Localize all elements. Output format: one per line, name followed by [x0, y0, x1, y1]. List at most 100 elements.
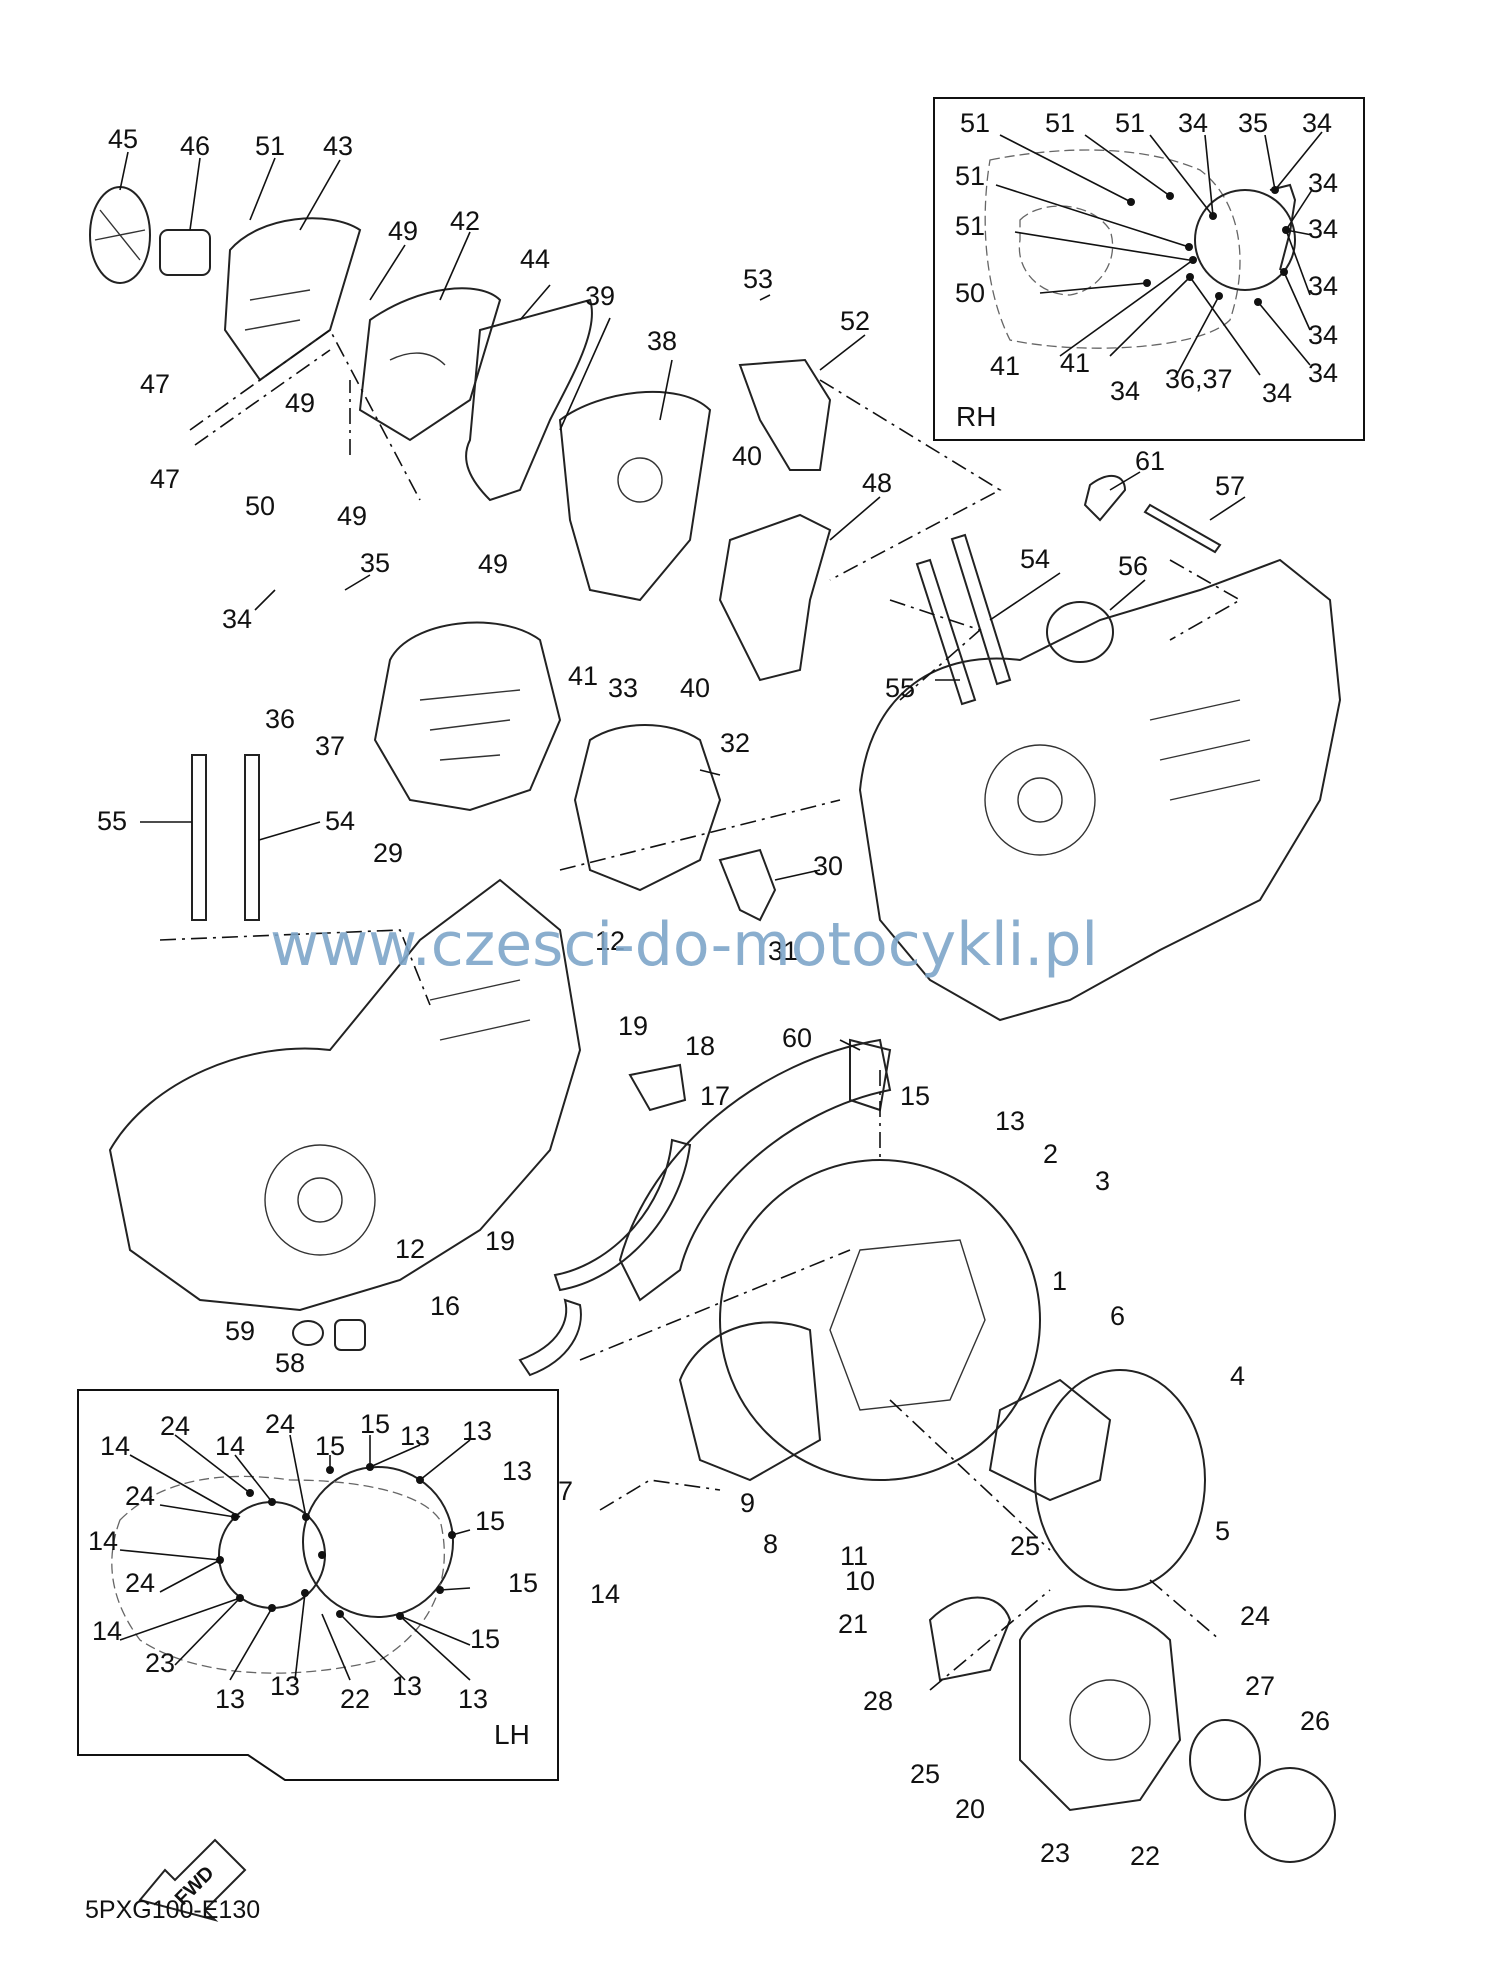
callout-56: 56: [1118, 551, 1148, 581]
callout-38: 38: [647, 326, 677, 356]
lh-callout: 13: [462, 1416, 492, 1446]
callout-33: 33: [608, 673, 638, 703]
callout-51: 51: [255, 131, 285, 161]
callout-41: 41: [568, 661, 598, 691]
lh-callout: 24: [125, 1481, 155, 1511]
rh-callout: 34: [1110, 376, 1140, 406]
callout-6: 6: [1110, 1301, 1125, 1331]
callout-48: 48: [862, 468, 892, 498]
callout-27: 27: [1245, 1671, 1275, 1701]
callout-44: 44: [520, 244, 550, 274]
callout-24: 24: [1240, 1601, 1270, 1631]
lh-inset: 14 24 14 24 15 15 13 13 13 24 15 14 24 1…: [77, 1389, 559, 1781]
drawing-code: 5PXG100-E130: [85, 1896, 260, 1924]
callout-49: 49: [285, 388, 315, 418]
rh-callout: 36,37: [1165, 364, 1233, 394]
lh-callout: 24: [125, 1568, 155, 1598]
lh-callout: 24: [265, 1409, 295, 1439]
callout-49: 49: [478, 549, 508, 579]
callout-32: 32: [720, 728, 750, 758]
rh-callout: 35: [1238, 108, 1268, 138]
lh-callout: 13: [458, 1684, 488, 1714]
callout-5: 5: [1215, 1516, 1230, 1546]
callout-13: 13: [995, 1106, 1025, 1136]
callout-12: 12: [595, 926, 625, 956]
callout-26: 26: [1300, 1706, 1330, 1736]
callout-16: 16: [430, 1291, 460, 1321]
callout-53: 53: [743, 264, 773, 294]
assembly-lines: [159, 328, 1242, 1691]
callout-10: 10: [845, 1566, 875, 1596]
lh-callout: 23: [145, 1648, 175, 1678]
callout-25: 25: [910, 1759, 940, 1789]
callout-2: 2: [1043, 1139, 1058, 1169]
callout-57: 57: [1215, 471, 1245, 501]
rh-callout: 34: [1178, 108, 1208, 138]
callout-8: 8: [763, 1529, 778, 1559]
rh-callout: 51: [960, 108, 990, 138]
lh-callout: 13: [400, 1421, 430, 1451]
callout-1: 1: [1052, 1266, 1067, 1296]
callout-23: 23: [1040, 1838, 1070, 1868]
lh-callout: 13: [215, 1684, 245, 1714]
callout-21: 21: [838, 1609, 868, 1639]
callout-42: 42: [450, 206, 480, 236]
callout-54: 54: [1020, 544, 1050, 574]
rh-label: RH: [956, 401, 996, 432]
callout-47: 47: [140, 369, 170, 399]
callout-36: 36: [265, 704, 295, 734]
rh-callout: 51: [1115, 108, 1145, 138]
main-leaders: [119, 151, 1246, 1051]
lh-callout: 15: [360, 1409, 390, 1439]
rh-callout: 41: [990, 351, 1020, 381]
callout-28: 28: [863, 1686, 893, 1716]
callout-40: 40: [680, 673, 710, 703]
main-callouts: 45 46 51 43 49 42 44 39 38 53 52 47 49 4…: [97, 124, 1330, 1871]
callout-58: 58: [275, 1348, 305, 1378]
callout-19: 19: [618, 1011, 648, 1041]
callout-59: 59: [225, 1316, 255, 1346]
callout-60: 60: [782, 1023, 812, 1053]
lh-callout: 13: [270, 1671, 300, 1701]
callout-31: 31: [768, 936, 798, 966]
callout-12: 12: [395, 1234, 425, 1264]
lh-callout: 13: [502, 1456, 532, 1486]
callout-30: 30: [813, 851, 843, 881]
rh-bolt-dots: [1127, 186, 1290, 306]
callout-7: 7: [558, 1476, 573, 1506]
rh-callout: 51: [955, 211, 985, 241]
callout-43: 43: [323, 131, 353, 161]
callout-39: 39: [585, 281, 615, 311]
lh-callout: 14: [100, 1431, 130, 1461]
callout-35: 35: [360, 548, 390, 578]
rh-inset: 51 51 51 34 35 34 51 34 51 34 50 34 34 4…: [933, 97, 1365, 441]
callout-19: 19: [485, 1226, 515, 1256]
rh-callout: 34: [1302, 108, 1332, 138]
callout-55: 55: [97, 806, 127, 836]
callout-3: 3: [1095, 1166, 1110, 1196]
callout-18: 18: [685, 1031, 715, 1061]
lh-callout: 13: [392, 1671, 422, 1701]
lh-callout: 14: [88, 1526, 118, 1556]
lh-leaders: [119, 1434, 471, 1681]
rh-callout: 34: [1308, 358, 1338, 388]
rh-callout: 34: [1262, 378, 1292, 408]
rh-callout: 34: [1308, 271, 1338, 301]
callout-4: 4: [1230, 1361, 1245, 1391]
callout-9: 9: [740, 1488, 755, 1518]
lh-bolt-dots: [216, 1463, 456, 1620]
callout-49: 49: [337, 501, 367, 531]
callout-40: 40: [732, 441, 762, 471]
callout-11: 11: [840, 1541, 868, 1571]
callout-37: 37: [315, 731, 345, 761]
lh-label: LH: [494, 1719, 530, 1750]
lh-callout: 15: [470, 1624, 500, 1654]
rh-callout: 41: [1060, 348, 1090, 378]
rh-callout: 51: [1045, 108, 1075, 138]
rh-callout: 34: [1308, 320, 1338, 350]
callout-34: 34: [222, 604, 252, 634]
rh-callout: 50: [955, 278, 985, 308]
lh-callout: 15: [508, 1568, 538, 1598]
lh-callout: 14: [215, 1431, 245, 1461]
